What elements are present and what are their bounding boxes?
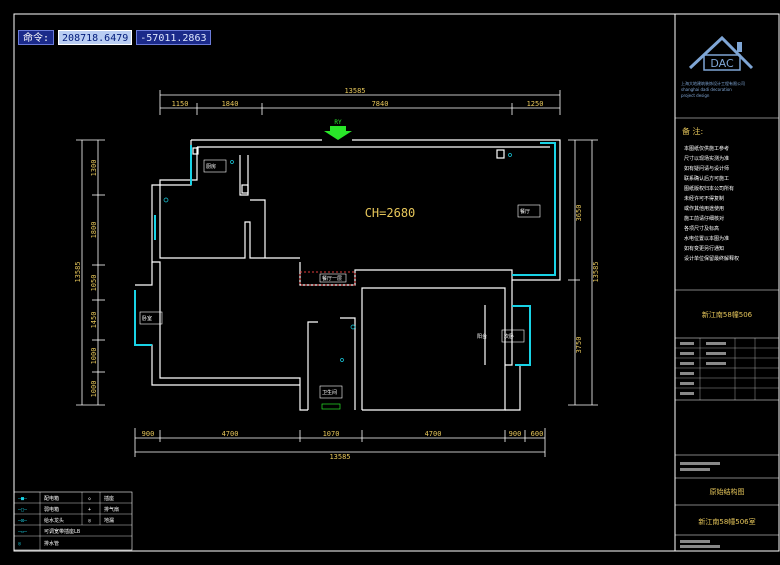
room-tags: 厨房 餐厅 卧室 次卧 卫生间 餐厅一层 阳台 — [139, 159, 541, 399]
legend-label2-1: 插座 — [104, 495, 114, 502]
svg-text:各项尺寸及标高: 各项尺寸及标高 — [684, 225, 719, 232]
svg-text:DAC: DAC — [710, 57, 734, 70]
legend-symbol2-3: ◎ — [88, 518, 91, 524]
tag-bedroom: 卧室 — [142, 315, 152, 322]
dim-bottom-6: 600 — [531, 430, 544, 438]
notes-body: 本图纸仅供施工参考 尺寸以现场实测为准 如有疑问请与设计师 联系确认后方可施工 … — [684, 145, 739, 262]
dim-top-1: 1150 — [172, 100, 189, 108]
dim-left-2: 1800 — [90, 222, 98, 239]
entry-arrow-icon: RY — [324, 119, 352, 140]
svg-text:上海大地建筑装饰设计工程有限公司: 上海大地建筑装饰设计工程有限公司 — [681, 80, 745, 86]
notes-title: 备 注: — [682, 126, 703, 136]
dim-top-total: 13585 — [344, 87, 365, 95]
svg-text:或作其他用途使用: 或作其他用途使用 — [684, 205, 724, 212]
dim-right-2: 3750 — [575, 337, 583, 354]
dim-top-3: 7840 — [372, 100, 389, 108]
windows-cyan — [134, 142, 556, 366]
legend-label-4: 可调宽带插座LB — [44, 528, 80, 535]
floor-plan-walls — [135, 139, 561, 411]
dim-bottom-3: 1070 — [323, 430, 340, 438]
dim-bottom-4: 4700 — [425, 430, 442, 438]
company-info: 上海大地建筑装饰设计工程有限公司 shanghai dadi decoratio… — [681, 80, 745, 98]
dac-logo: DAC — [688, 35, 754, 71]
tag-balcony: 阳台 — [477, 333, 487, 340]
svg-text:设计单位保留最终解释权: 设计单位保留最终解释权 — [684, 255, 739, 262]
legend-symbol-1: —■— — [18, 496, 28, 502]
dimension-bottom — [134, 428, 546, 457]
dim-left-1: 1300 — [90, 160, 98, 177]
dim-top-2: 1840 — [222, 100, 239, 108]
legend-symbol2-1: ◇ — [88, 496, 91, 502]
project-name-2: 新江南58幢506室 — [698, 517, 755, 526]
fixtures — [163, 153, 512, 410]
legend-symbol-3: —⊡— — [18, 518, 28, 524]
dim-bottom-2: 4700 — [222, 430, 239, 438]
svg-text:shanghai dadi decoration: shanghai dadi decoration — [681, 87, 732, 92]
svg-text:水电位置以本图为准: 水电位置以本图为准 — [684, 235, 729, 242]
dimension-top — [159, 90, 561, 115]
dim-right-total: 13585 — [592, 261, 600, 282]
ceiling-height-label: CH=2680 — [365, 206, 416, 220]
tag-kitchen: 厨房 — [206, 163, 216, 170]
opening-red — [299, 271, 356, 286]
dim-bottom-5: 900 — [509, 430, 522, 438]
svg-text:图纸版权归本公司所有: 图纸版权归本公司所有 — [684, 185, 734, 192]
legend-label-2: 弱电箱 — [44, 506, 59, 513]
legend-symbol-5: ◎ — [18, 541, 21, 547]
legend-symbol-2: —□— — [18, 507, 28, 513]
svg-text:RY: RY — [334, 119, 342, 126]
legend-label-5: 排水管 — [44, 540, 59, 547]
dim-left-3: 1050 — [90, 275, 98, 292]
dim-left-total: 13585 — [74, 261, 82, 282]
tag-dining-floor: 餐厅一层 — [322, 275, 342, 282]
svg-text:联系确认后方可施工: 联系确认后方可施工 — [684, 175, 729, 182]
svg-text:如有疑问请与设计师: 如有疑问请与设计师 — [684, 165, 729, 172]
dimension-right — [568, 139, 598, 406]
dim-right-1: 3650 — [575, 205, 583, 222]
command-label: 命令: — [18, 30, 55, 45]
coordinate-y-input[interactable]: -57011.2863 — [136, 30, 211, 45]
legend-symbol-4: —▭— — [18, 529, 28, 535]
dim-top-4: 1250 — [527, 100, 544, 108]
legend-label-1: 配电箱 — [44, 495, 59, 502]
dim-left-6: 1000 — [90, 381, 98, 398]
legend-label2-2: 排气扇 — [104, 506, 119, 513]
legend-table — [13, 491, 133, 551]
svg-text:如有变更另行通知: 如有变更另行通知 — [684, 245, 724, 252]
tag-second-bedroom: 次卧 — [504, 333, 514, 340]
dim-left-5: 1000 — [90, 348, 98, 365]
svg-text:本图纸仅供施工参考: 本图纸仅供施工参考 — [684, 145, 729, 152]
svg-text:施工前请仔细核对: 施工前请仔细核对 — [684, 215, 724, 222]
dimension-left — [76, 139, 105, 406]
legend-label2-3: 地漏 — [104, 517, 114, 524]
legend-label-3: 给水龙头 — [44, 517, 64, 524]
title-block — [675, 117, 779, 536]
dim-bottom-total: 13585 — [329, 453, 350, 461]
drawing-name: 原始结构图 — [710, 487, 745, 496]
outer-frame — [13, 13, 780, 552]
svg-text:尺寸以现场实测为准: 尺寸以现场实测为准 — [684, 155, 729, 162]
svg-text:project design: project design — [681, 93, 710, 98]
legend-symbol2-2: + — [88, 507, 91, 513]
dim-bottom-1: 900 — [142, 430, 155, 438]
command-bar: 命令: 208718.6479 -57011.2863 — [18, 30, 211, 45]
title-block-filler — [680, 342, 726, 548]
coordinate-x-input[interactable]: 208718.6479 — [58, 30, 133, 45]
tag-dining: 餐厅 — [520, 208, 530, 215]
dim-left-4: 1450 — [90, 312, 98, 329]
svg-text:未经许可不得复制: 未经许可不得复制 — [684, 195, 724, 202]
project-name: 新江南58幢506 — [702, 310, 753, 319]
tag-bathroom: 卫生间 — [322, 389, 337, 396]
